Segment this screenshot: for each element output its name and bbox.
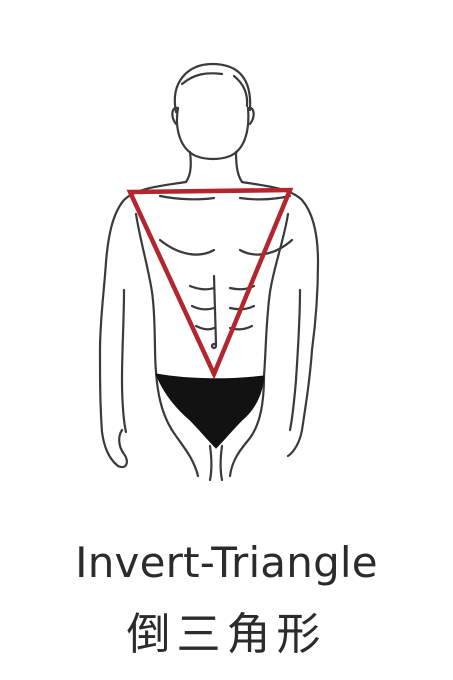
collarbone-lines [158, 194, 292, 201]
chest-lines [158, 238, 294, 256]
male-body-illustration [98, 62, 320, 482]
inverted-triangle-overlay [126, 187, 294, 380]
left-arm-outline [98, 180, 188, 469]
abdominal-lines [188, 274, 256, 350]
head-outline [171, 106, 255, 161]
right-inner-arm [288, 288, 302, 432]
right-arm-outline [240, 180, 320, 458]
briefs-shape [155, 373, 265, 449]
shape-title-chinese: 倒三角形 [126, 609, 327, 660]
leg-outline [154, 370, 266, 482]
left-torso-side [134, 212, 158, 374]
right-torso-side [262, 212, 290, 378]
shape-title-english: Invert-Triangle [75, 538, 378, 587]
body-shape-figure [98, 62, 320, 482]
left-inner-arm [120, 288, 128, 434]
neck-outline [184, 150, 244, 184]
hair-outline [173, 62, 252, 114]
